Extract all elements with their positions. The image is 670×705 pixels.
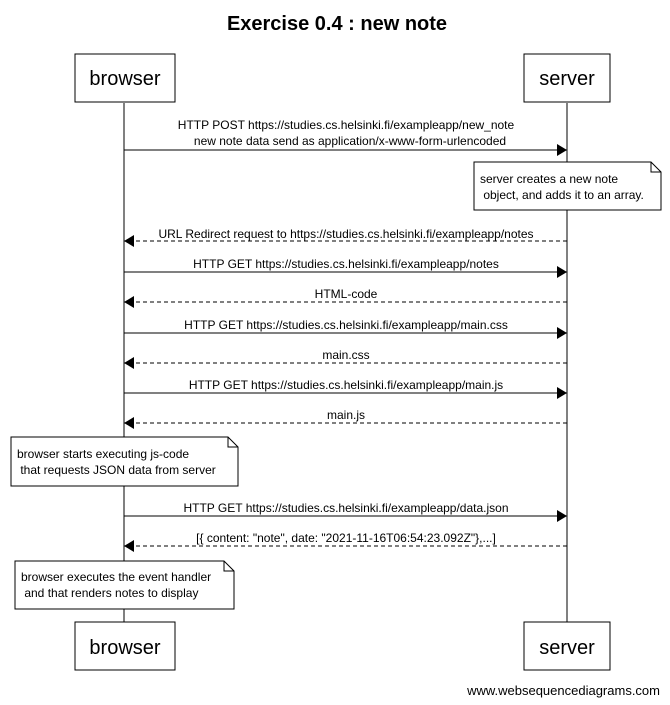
note-1: server creates a new note object, and ad… <box>473 161 662 211</box>
note-text: browser executes the event handler <box>21 570 211 584</box>
message-label: [{ content: "note", date: "2021-11-16T06… <box>196 531 496 545</box>
diagram-title: Exercise 0.4 : new note <box>227 13 447 35</box>
message-label: HTML-code <box>315 287 378 301</box>
participant-browser-bottom: browser <box>74 621 176 671</box>
footer-credit: www.websequencediagrams.com <box>466 683 660 698</box>
participant-server-top: server <box>523 53 611 103</box>
message-label: new note data send as application/x-www-… <box>194 134 506 148</box>
message-5: HTTP GET https://studies.cs.helsinki.fi/… <box>124 318 567 339</box>
note-text: server creates a new note <box>480 172 618 186</box>
note-text: object, and adds it to an array. <box>480 188 644 202</box>
note-3: browser executes the event handler and t… <box>14 560 235 610</box>
message-label: HTTP GET https://studies.cs.helsinki.fi/… <box>183 501 508 515</box>
participant-browser-label: browser <box>89 637 160 659</box>
note-text: and that renders notes to display <box>21 586 198 600</box>
participant-browser-top: browser <box>74 53 176 103</box>
participant-server-bottom: server <box>523 621 611 671</box>
message-label: URL Redirect request to https://studies.… <box>158 227 533 241</box>
participant-server-label: server <box>539 637 595 659</box>
message-8: main.js <box>124 408 567 429</box>
note-text: that requests JSON data from server <box>17 463 216 477</box>
participant-browser-label: browser <box>89 68 160 90</box>
message-7: HTTP GET https://studies.cs.helsinki.fi/… <box>124 378 567 399</box>
message-label: HTTP POST https://studies.cs.helsinki.fi… <box>178 118 515 132</box>
message-6: main.css <box>124 348 567 369</box>
message-3: HTTP GET https://studies.cs.helsinki.fi/… <box>124 257 567 278</box>
message-2: URL Redirect request to https://studies.… <box>124 227 567 247</box>
message-label: HTTP GET https://studies.cs.helsinki.fi/… <box>193 257 499 271</box>
message-label: HTTP GET https://studies.cs.helsinki.fi/… <box>184 318 508 332</box>
message-4: HTML-code <box>124 287 567 308</box>
message-9: HTTP GET https://studies.cs.helsinki.fi/… <box>124 501 567 522</box>
message-label: main.js <box>327 408 365 422</box>
participant-server-label: server <box>539 68 595 90</box>
note-text: browser starts executing js-code <box>17 447 189 461</box>
message-1: HTTP POST https://studies.cs.helsinki.fi… <box>124 118 567 156</box>
message-10: [{ content: "note", date: "2021-11-16T06… <box>124 531 567 552</box>
message-label: main.css <box>322 348 369 362</box>
message-label: HTTP GET https://studies.cs.helsinki.fi/… <box>189 378 503 392</box>
note-2: browser starts executing js-code that re… <box>10 436 239 487</box>
